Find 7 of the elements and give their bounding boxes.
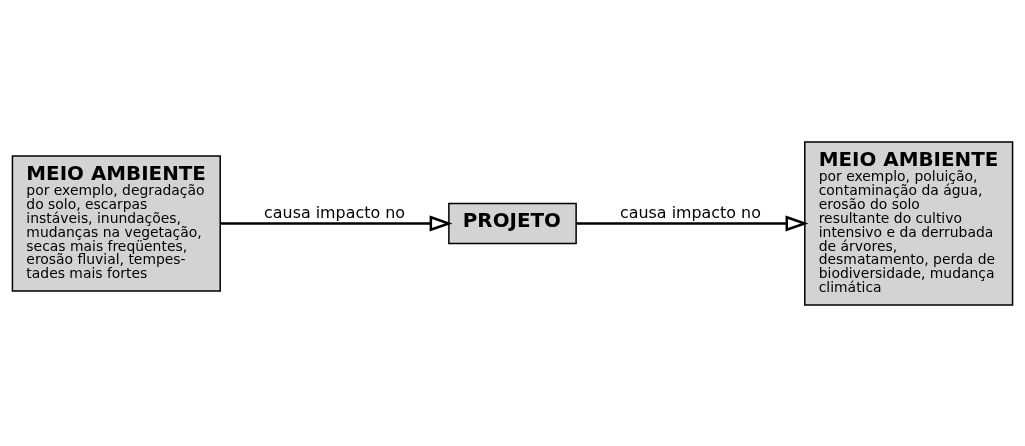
node-box: PROJETO	[448, 202, 577, 244]
node-box: MEIO AMBIENTE por exemplo, poluição, contaminação da água, erosão do solo resultante do cultivo intensivo e da derrubada de árvores, desmatamento, perda de biodiversidade, mudança climática	[804, 140, 1014, 306]
edge-label: causa impacto no	[620, 202, 761, 222]
edge-label: causa impacto no	[264, 202, 405, 222]
arrow	[576, 215, 809, 231]
node-box: MEIO AMBIENTE por exemplo, degradação do solo, escarpas instáveis, inundações, mudanças na vegetação, secas mais freqüentes, erosão fluvial, tempes- tades mais fortes	[11, 154, 221, 292]
arrow	[220, 215, 453, 231]
